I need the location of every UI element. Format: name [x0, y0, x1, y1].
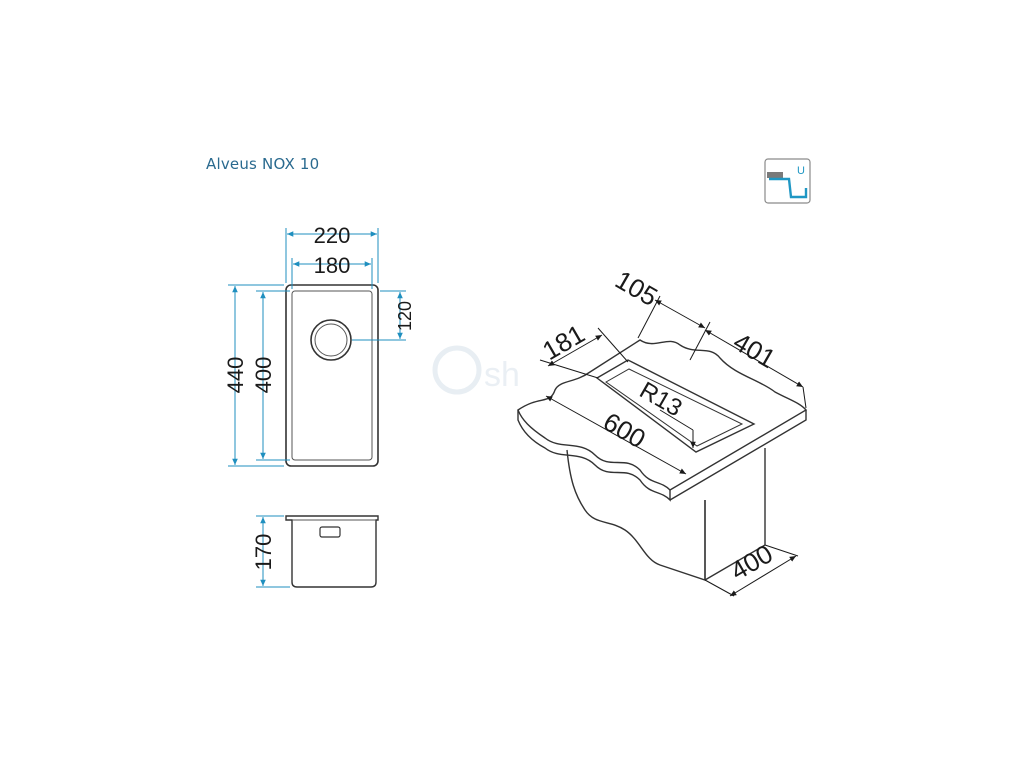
watermark: sh [432, 345, 520, 395]
side-view: 170 [251, 515, 379, 588]
badge-letter: U [797, 165, 805, 177]
dim-cabinet-width: 400 [725, 538, 778, 586]
top-view: 220 180 120 440 400 [223, 223, 415, 467]
dim-front-length: 600 [598, 406, 651, 454]
dim-inner-length: 400 [251, 357, 276, 394]
iso-dimensions: 105 181 401 R13 600 400 [537, 264, 807, 597]
product-title: Alveus NOX 10 [206, 155, 320, 173]
dim-right-length: 401 [728, 326, 781, 374]
dim-drain-offset: 120 [395, 301, 415, 331]
dim-corner-radius: R13 [635, 377, 687, 422]
dim-outer-width: 220 [314, 223, 351, 248]
undermount-icon: U [764, 158, 811, 204]
watermark-text: sh [484, 356, 520, 394]
dim-depth: 170 [251, 534, 276, 571]
dim-front-offset: 181 [537, 318, 590, 366]
dim-inner-width: 180 [314, 253, 351, 278]
dim-outer-length: 440 [223, 357, 248, 394]
